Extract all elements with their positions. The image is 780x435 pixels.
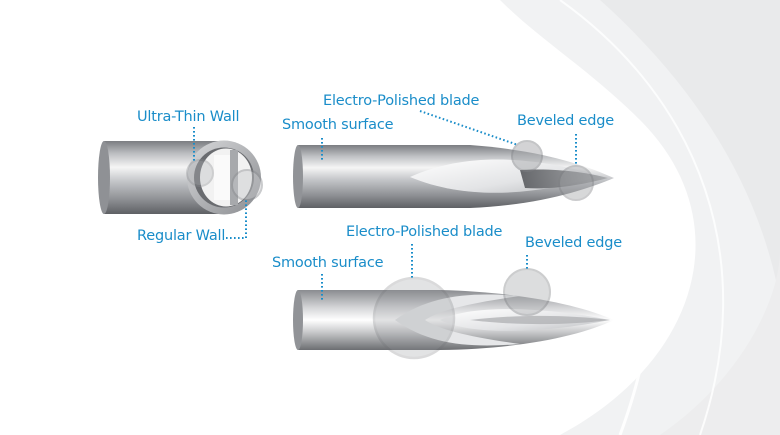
label-bottom-beveled-edge: Beveled edge	[525, 235, 622, 251]
label-regular-wall: Regular Wall	[137, 228, 226, 244]
label-bottom-smooth-surface: Smooth surface	[272, 255, 384, 271]
label-top-smooth-surface: Smooth surface	[282, 117, 394, 133]
leader-lines	[193, 110, 577, 300]
label-top-electro-polished-blade: Electro-Polished blade	[323, 93, 480, 109]
needle-bottom	[293, 268, 614, 360]
leader-top-electro-polished	[419, 110, 519, 146]
leader-regular-wall	[226, 200, 247, 239]
label-top-beveled-edge: Beveled edge	[517, 113, 614, 129]
tube-cross-section	[98, 140, 263, 215]
needle-top	[293, 140, 614, 208]
label-ultra-thin-wall: Ultra-Thin Wall	[137, 109, 240, 125]
label-bottom-electro-polished-blade: Electro-Polished blade	[346, 224, 503, 240]
